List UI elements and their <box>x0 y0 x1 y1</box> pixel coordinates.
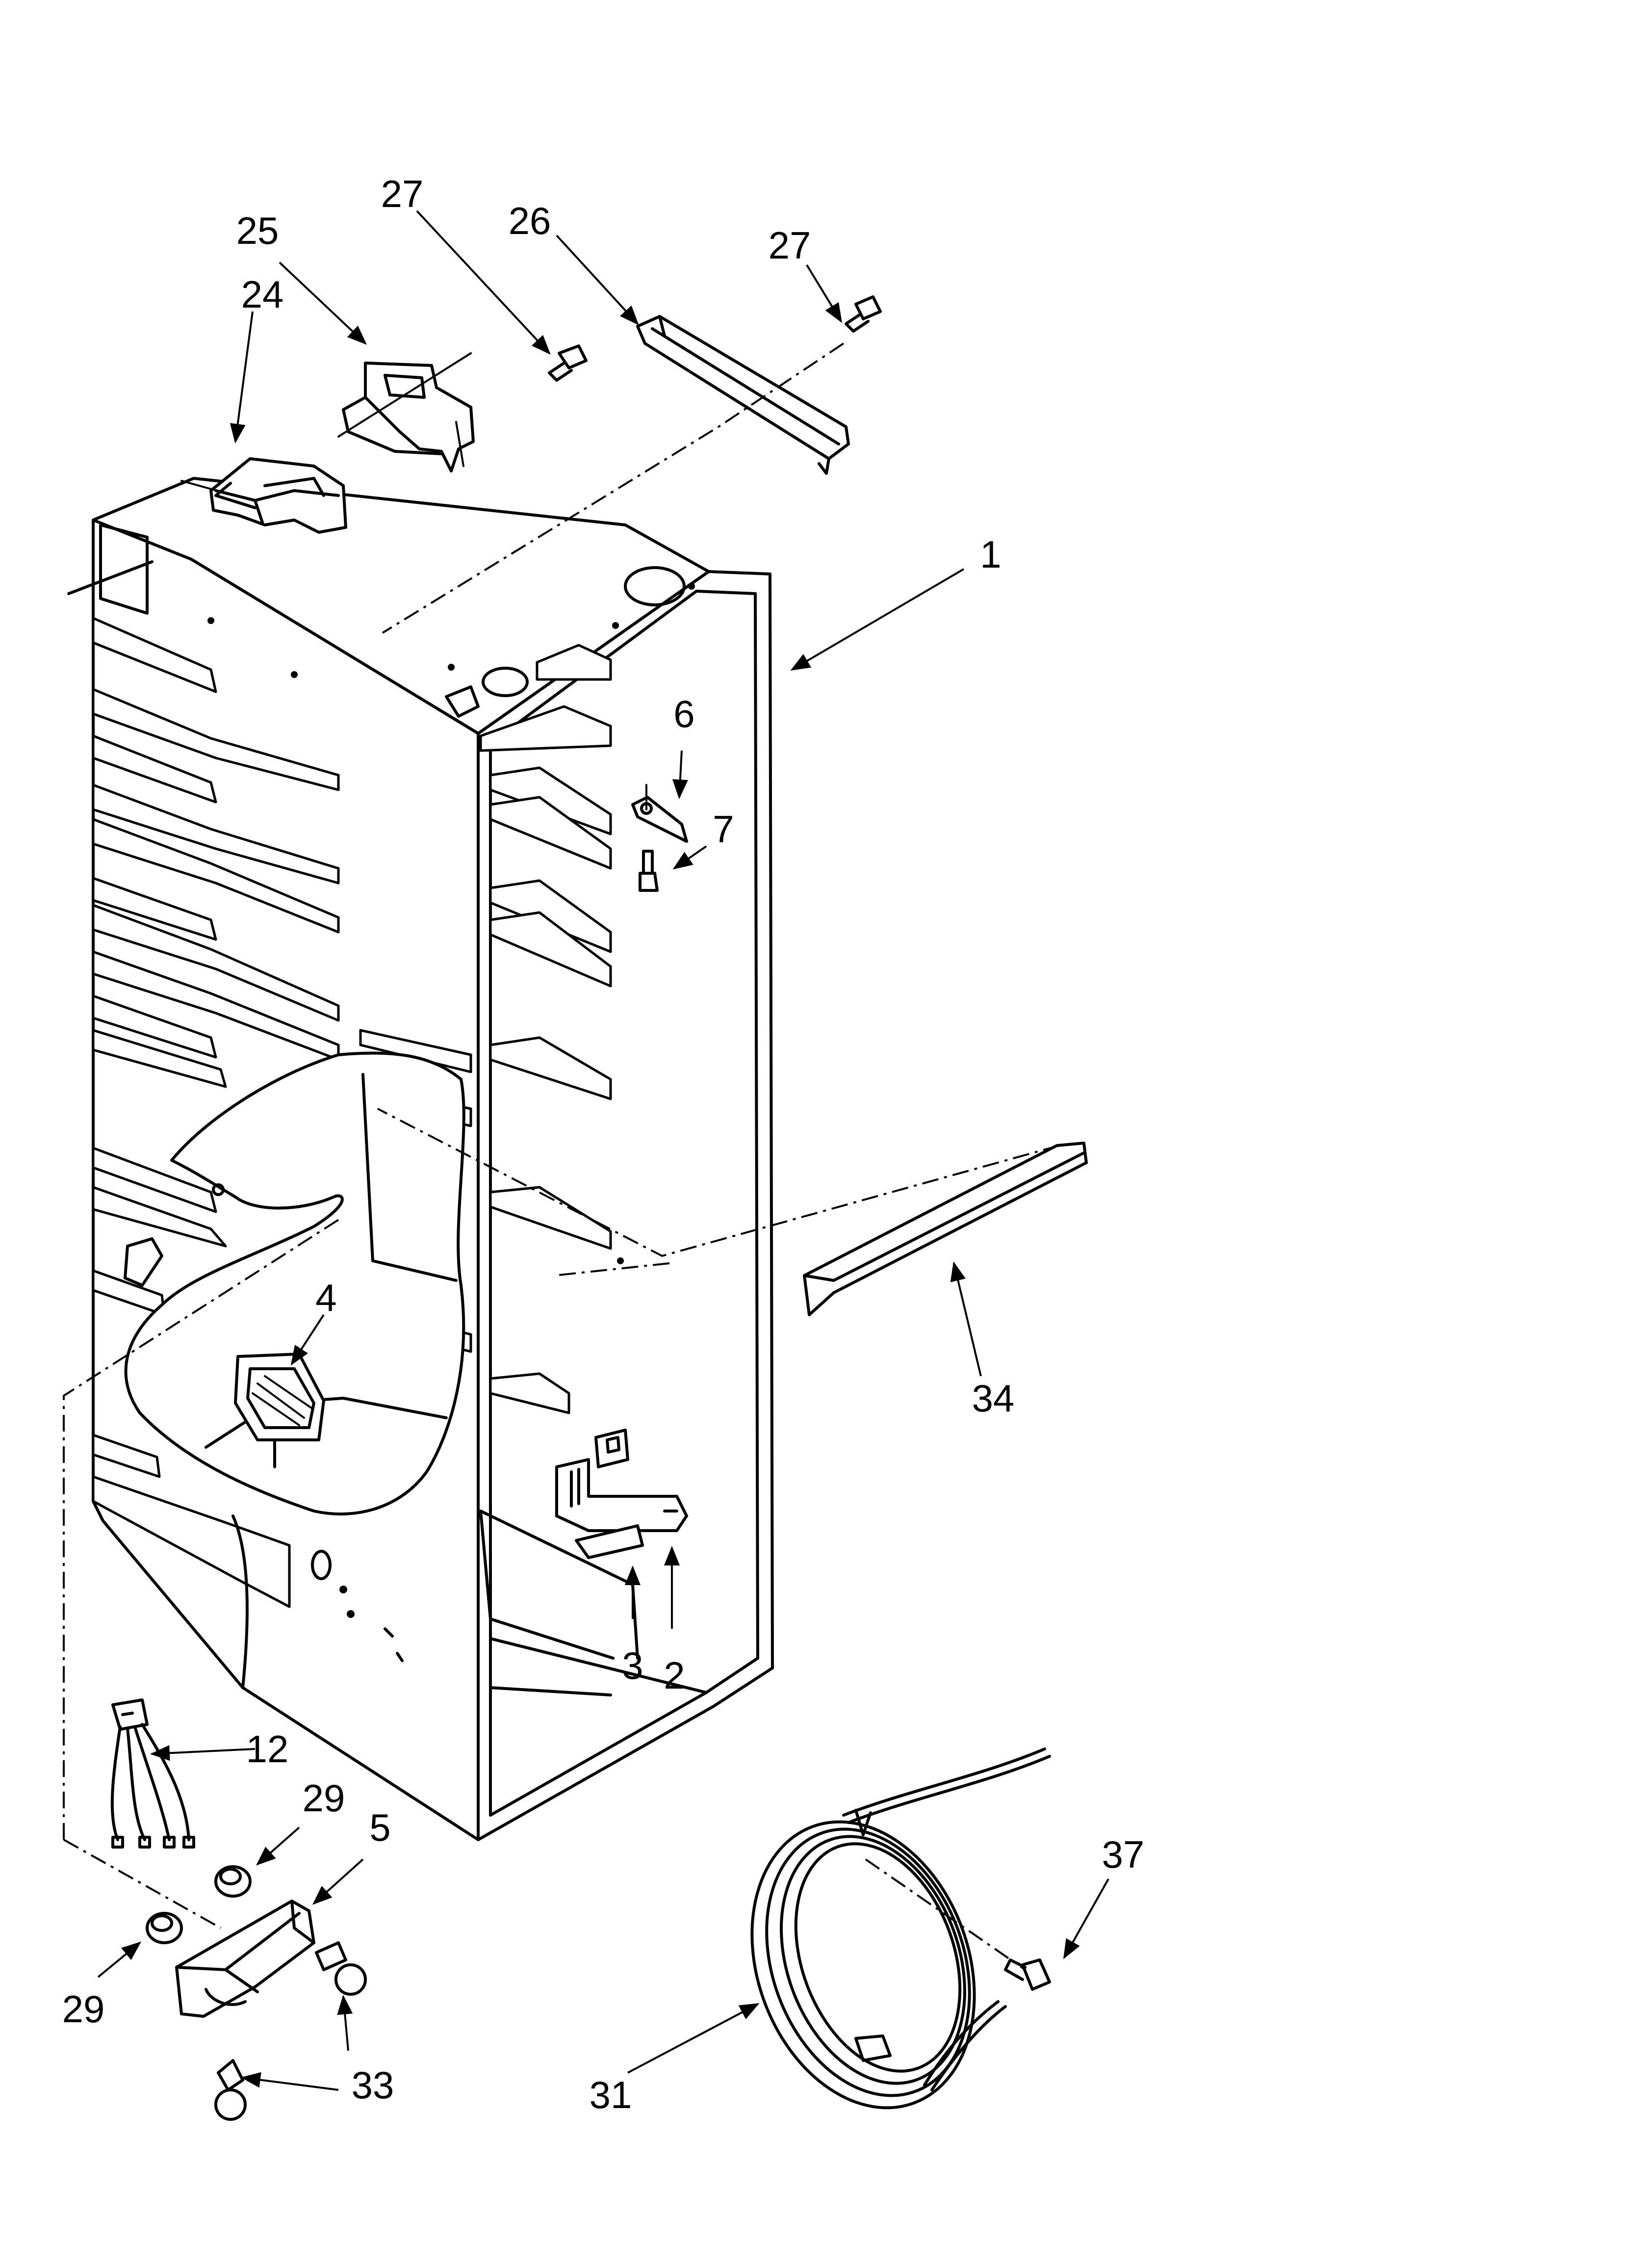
housing-part-5 <box>175 1900 315 2018</box>
cover-part-34 <box>803 1142 1088 1316</box>
pin-part-33-left <box>214 2059 247 2121</box>
bracket-parts-2-3 <box>555 1429 688 1559</box>
wire-harness-part-12 <box>110 1698 195 1849</box>
tubing-coil-part-31 <box>750 1747 1051 2110</box>
light-housing-part-4 <box>234 1353 325 1441</box>
clip-part-6 <box>631 784 688 843</box>
screw-part-27-left <box>548 344 588 382</box>
bushing-part-29-upper <box>214 1865 252 1898</box>
refrigerator-liner <box>67 477 774 1841</box>
bracket-part-25 <box>337 352 475 472</box>
left-shelf-ridges <box>92 617 340 1608</box>
pin-part-33-right <box>315 1941 367 1996</box>
screw-part-37 <box>1004 1958 1051 1991</box>
bushing-part-29-lower <box>146 1912 183 1944</box>
screw-part-7 <box>639 850 659 892</box>
screw-part-27-right <box>845 295 882 333</box>
leader-lines <box>97 210 1109 2091</box>
control-part-24 <box>180 457 347 534</box>
rail-part-26 <box>636 315 850 475</box>
reference-lines <box>63 342 1060 1971</box>
